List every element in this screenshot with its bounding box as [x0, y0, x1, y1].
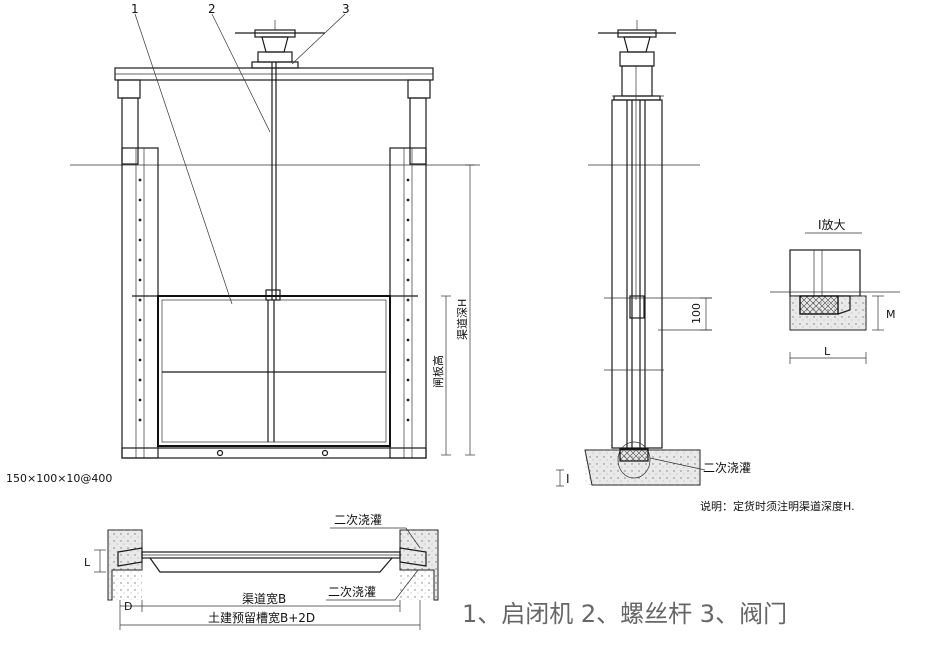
detail-m: M — [886, 308, 896, 321]
callout-leader-2 — [211, 13, 271, 133]
secondary-grout-bottom: 二次浇灌 — [328, 585, 376, 599]
callout-3: 3 — [342, 2, 350, 16]
callout-leader-3 — [291, 13, 346, 65]
angle-spec: 150×100×10@400 — [6, 472, 112, 485]
post-right-upper — [409, 97, 427, 165]
secondary-grout-side: 二次浇灌 — [703, 461, 751, 475]
detail-i — [770, 232, 900, 364]
gate-height-label: 闸板高 — [431, 355, 445, 388]
frame-right — [389, 147, 427, 459]
side-hoist-icon — [598, 20, 676, 67]
callout-1: 1 — [131, 2, 139, 16]
channel-depth-label: 渠道深H — [455, 299, 469, 340]
secondary-grout-top: 二次浇灌 — [334, 513, 382, 527]
side-section — [556, 20, 712, 487]
post-left-upper — [121, 97, 139, 165]
side-grout-leader — [649, 457, 706, 471]
beam-bracket-left — [117, 79, 141, 99]
section-mark: I — [566, 472, 570, 486]
anchor-bolts — [138, 178, 410, 422]
civil-width: 土建预留槽宽B+2D — [208, 610, 315, 625]
callout-2: 2 — [208, 2, 216, 16]
legend: 1、启闭机 2、螺丝杆 3、阀门 — [462, 600, 787, 628]
detail-l: L — [824, 345, 831, 358]
channel-width: 渠道宽B — [242, 591, 286, 606]
dim-100: 100 — [690, 303, 703, 324]
hoist-icon — [235, 20, 325, 69]
beam-bracket-right — [407, 79, 431, 99]
gate-plate — [157, 295, 391, 447]
detail-title: I放大 — [818, 217, 846, 232]
note: 说明：定货时须注明渠道深度H. — [700, 499, 855, 513]
side-frame — [611, 99, 663, 449]
plan-d: D — [124, 600, 132, 613]
callout-leader-1 — [134, 13, 233, 305]
plan-l: L — [84, 556, 91, 569]
plan-view — [94, 527, 439, 630]
frame-left — [121, 147, 159, 459]
front-elevation — [70, 13, 480, 459]
bottom-sill — [121, 447, 427, 459]
